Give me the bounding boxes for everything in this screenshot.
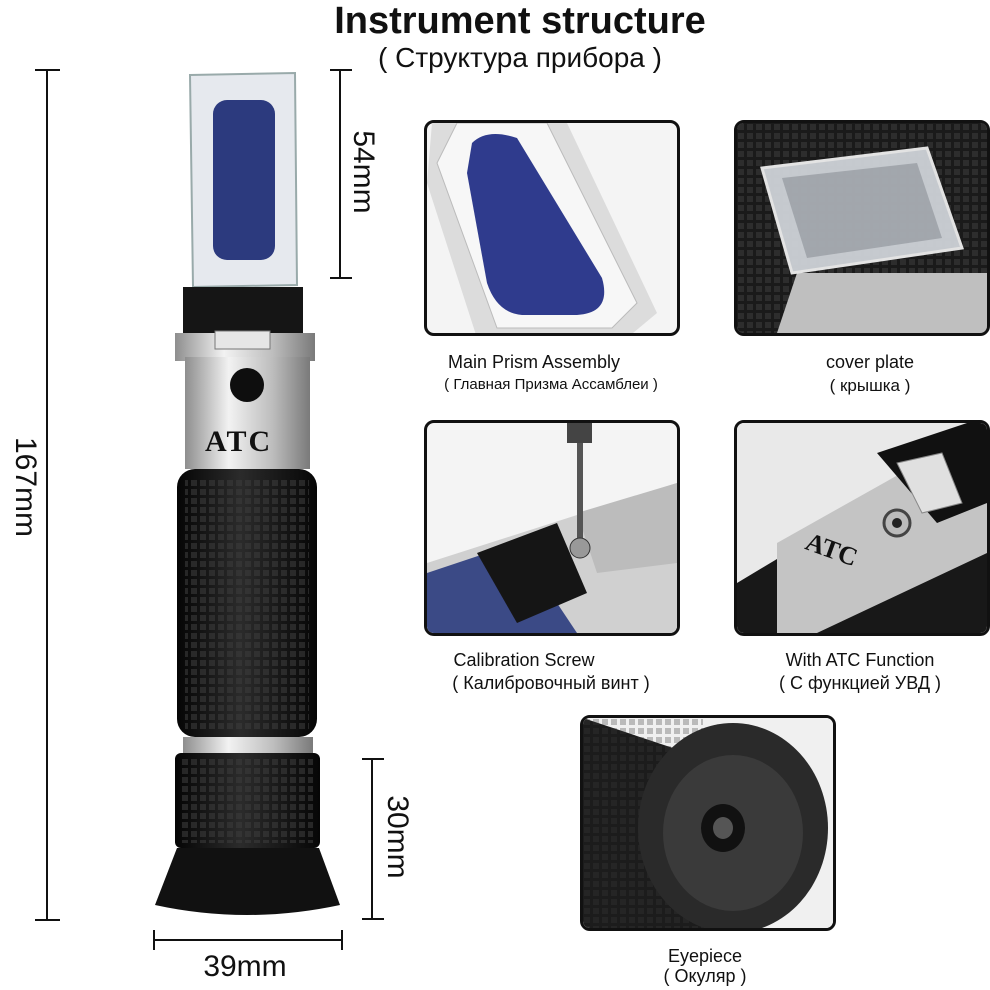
- atc-function-image: [737, 423, 987, 633]
- caption-atc-function-ru: ( С функцией УВД ): [778, 673, 942, 693]
- cover-plate-image: [737, 123, 987, 333]
- eyepiece-image: [583, 718, 833, 928]
- caption-calibration-screw: Calibration Screw: [453, 650, 595, 670]
- device-atc-label: ATC: [205, 425, 273, 458]
- page-subtitle: ( Структура прибора ): [378, 42, 662, 73]
- panel-cover-plate: [734, 120, 990, 336]
- caption-cover-plate-ru: ( крышка ): [829, 376, 911, 395]
- prism-dimension-line: [330, 69, 352, 279]
- caption-cover-plate: cover plate: [825, 352, 915, 372]
- caption-eyepiece-ru: ( Окуляр ): [663, 966, 747, 986]
- refractometer-illustration: [155, 71, 340, 915]
- width-dimension-line: [153, 930, 343, 950]
- length-dimension-label: 167mm: [9, 437, 42, 538]
- eyepiece-dimension-line: [362, 758, 384, 920]
- width-dimension-label: 39mm: [203, 950, 287, 983]
- panel-main-prism: [424, 120, 680, 336]
- caption-calibration-screw-ru: ( Калибровочный винт ): [452, 673, 650, 693]
- panel-calibration-screw: [424, 420, 680, 636]
- caption-atc-function: With ATC Function: [785, 650, 935, 670]
- page-title: Instrument structure: [334, 0, 706, 42]
- caption-eyepiece: Eyepiece: [667, 946, 743, 966]
- length-dimension-line: [35, 69, 60, 921]
- panel-atc-function: [734, 420, 990, 636]
- eyepiece-dimension-label: 30mm: [381, 795, 414, 879]
- calibration-screw-image: [427, 423, 677, 633]
- panel-eyepiece: [580, 715, 836, 931]
- main-prism-image: [427, 123, 657, 333]
- caption-main-prism-ru: ( Главная Призма Ассамблеи ): [444, 376, 658, 393]
- caption-main-prism: Main Prism Assembly: [447, 352, 621, 372]
